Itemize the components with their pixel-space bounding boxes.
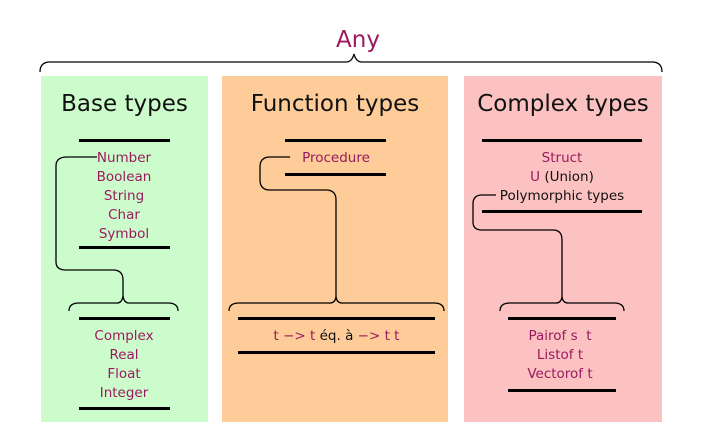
function-sub-top-rule	[238, 317, 435, 320]
base-item-symbol: Symbol	[98, 226, 150, 242]
base-sub-real: Real	[109, 347, 139, 363]
vectorof-name: Vectorof	[527, 366, 584, 382]
base-mid-rule	[79, 246, 170, 249]
function-top-rule	[285, 139, 386, 142]
complex-sub-vectorof: Vectorof t	[490, 365, 630, 384]
base-types-title: Base types	[61, 91, 188, 117]
function-arrow-expression: t −> t éq. à −> t t	[238, 327, 435, 346]
base-item-number: Number	[96, 150, 152, 166]
union-label: (Union)	[544, 169, 594, 185]
function-bottom-rule	[238, 351, 435, 354]
vectorof-arg: t	[587, 366, 593, 382]
base-item-boolean: Boolean	[96, 169, 152, 185]
pairof-name: Pairof	[528, 328, 567, 344]
base-sub-complex: Complex	[94, 328, 154, 344]
arrow-rhs: t	[310, 328, 316, 344]
function-types-panel	[222, 76, 448, 422]
complex-bottom-rule	[508, 389, 616, 392]
function-types-title: Function types	[250, 91, 420, 117]
function-mid-rule	[285, 173, 386, 176]
complex-sub-pairof: Pairof s t	[490, 327, 630, 346]
base-top-rule	[79, 139, 170, 142]
arrow-symbol-1: −>	[283, 328, 306, 344]
arrow-args: t t	[384, 328, 400, 344]
complex-mid-rule	[482, 210, 642, 213]
any-label: Any	[336, 27, 380, 53]
arrow-lhs: t	[273, 328, 279, 344]
complex-item-union: U (Union)	[482, 168, 642, 187]
equivalence-label: éq. à	[319, 328, 354, 344]
function-item-procedure: Procedure	[302, 150, 370, 166]
listof-name: Listof	[536, 347, 574, 363]
complex-item-struct: Struct	[541, 150, 583, 166]
base-item-char: Char	[108, 207, 140, 223]
listof-arg: t	[577, 347, 584, 363]
union-symbol: U	[530, 169, 541, 185]
complex-top-rule	[482, 139, 642, 142]
arrow-symbol-2: −>	[357, 328, 381, 344]
base-bottom-rule	[79, 407, 170, 410]
complex-item-polymorphic: Polymorphic types	[499, 188, 625, 204]
base-sub-float: Float	[107, 366, 141, 382]
base-item-string: String	[103, 188, 145, 204]
base-sub-integer: Integer	[99, 385, 149, 401]
base-sub-top-rule	[79, 317, 170, 320]
complex-types-title: Complex types	[477, 91, 649, 117]
complex-sub-listof: Listof t	[490, 346, 630, 365]
any-brace	[39, 53, 663, 73]
pairof-arg: s t	[570, 328, 592, 344]
complex-sub-top-rule	[508, 317, 616, 320]
